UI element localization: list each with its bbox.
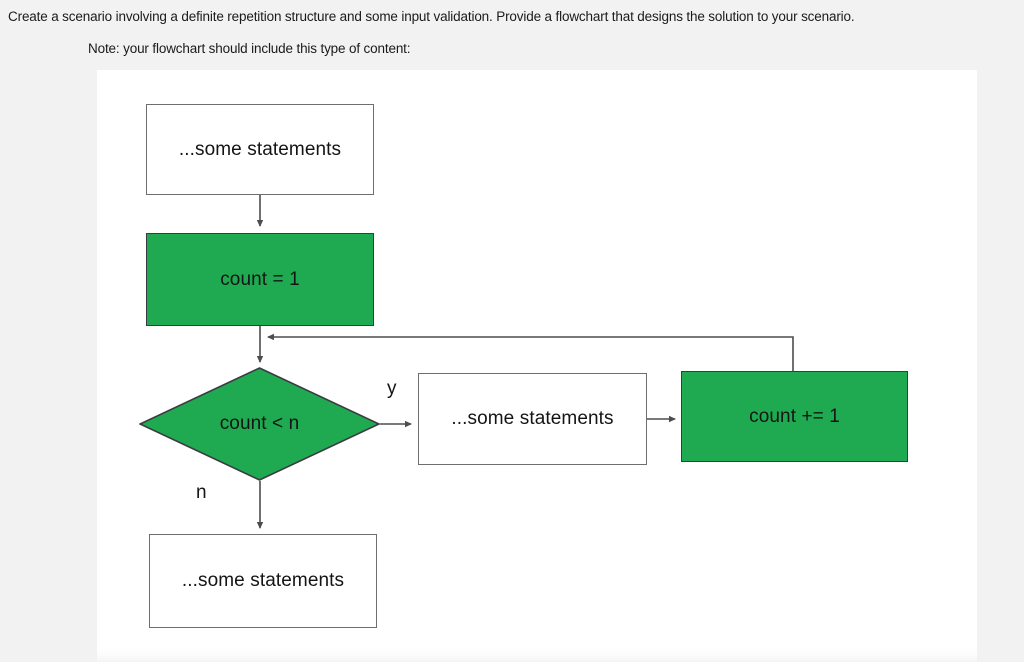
node-some-statements-body[interactable]: ...some statements	[418, 373, 647, 465]
branch-label-yes: y	[387, 378, 397, 399]
node-some-statements-exit[interactable]: ...some statements	[149, 534, 377, 628]
node-label: ...some statements	[181, 570, 345, 591]
node-label: count += 1	[749, 405, 840, 427]
node-label: count < n	[219, 413, 300, 434]
node-label: ...some statements	[178, 138, 342, 160]
node-count-increment[interactable]: count += 1	[681, 371, 908, 462]
edge-increment-loop-back	[267, 333, 794, 371]
node-label: count = 1	[220, 268, 300, 290]
node-decision-count-less-than-n[interactable]: count < n	[139, 367, 380, 481]
node-count-init[interactable]: count = 1	[146, 233, 374, 326]
question-note: Note: your flowchart should include this…	[88, 41, 411, 56]
panel-bottom-fade	[97, 648, 977, 662]
diamond-shape	[139, 367, 380, 481]
branch-label-no: n	[196, 482, 207, 503]
question-prompt: Create a scenario involving a definite r…	[8, 9, 855, 24]
node-some-statements-top[interactable]: ...some statements	[146, 104, 374, 195]
node-label: ...some statements	[451, 408, 614, 429]
